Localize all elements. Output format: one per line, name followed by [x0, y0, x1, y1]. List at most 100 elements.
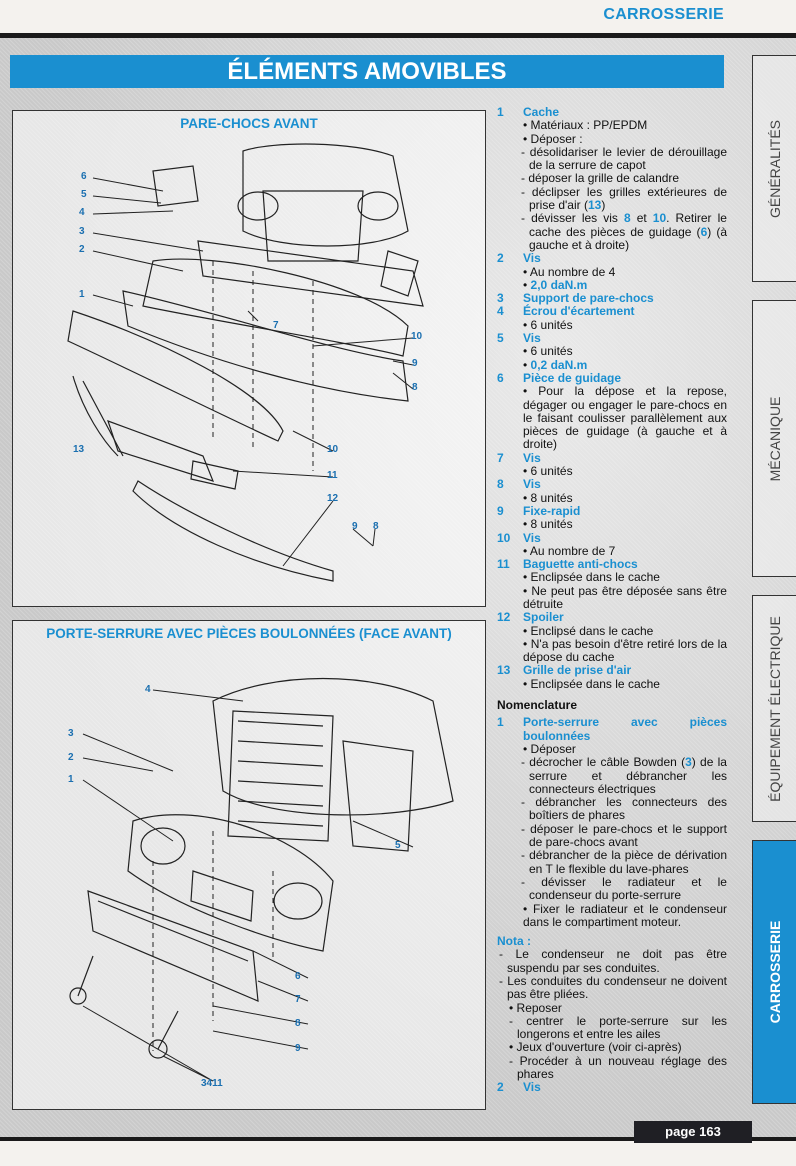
text-segment: Ne peut pas être déposée sans être détru… [523, 583, 727, 611]
item-number: 10 [497, 530, 511, 545]
item-number: 6 [497, 370, 504, 385]
callout-label: 10 [327, 444, 339, 455]
item-number: 1 [497, 105, 504, 119]
text-segment: et [630, 211, 653, 226]
item-title: Vis [523, 477, 541, 492]
page-title: ÉLÉMENTS AMOVIBLES [10, 55, 724, 88]
text-line: dévisser le radiateur et le condenseur d… [497, 875, 727, 903]
header-band [0, 0, 796, 33]
tab-generalites[interactable]: GÉNÉRALITÉS [752, 55, 796, 282]
legend-item: 10 VisAu nombre de 7 [497, 530, 727, 559]
callout-label: 6 [295, 971, 301, 982]
text-column: 1 CacheMatériaux : PP/EPDMDéposer :désoli… [497, 105, 727, 1095]
text-line: Au nombre de 4 [497, 265, 727, 279]
tab-label: GÉNÉRALITÉS [767, 119, 783, 218]
callout-label: 1 [79, 289, 85, 300]
header-rule [0, 33, 796, 38]
text-segment: déposer le pare-chocs et le support de p… [529, 821, 727, 850]
callout-label: 4 [145, 684, 151, 695]
tab-label: CARROSSERIE [767, 920, 783, 1024]
callout-label: 7 [295, 994, 301, 1005]
text-segment: Procéder à un nouveau réglage des phares [517, 1053, 727, 1082]
text-segment: débrancher de la pièce de dérivation en … [529, 848, 727, 876]
footer-band [0, 1141, 796, 1166]
text-segment: 6 unités [530, 344, 573, 359]
text-segment: Les conduites du condenseur ne doivent p… [507, 974, 727, 1002]
text-line: déclipser les grilles extérieures de pri… [497, 185, 727, 213]
text-segment: Le condenseur ne doit pas être suspendu … [507, 947, 727, 975]
tab-mecanique[interactable]: MÉCANIQUE [752, 300, 796, 577]
callout-label: 1 [68, 774, 74, 785]
item-number: 3 [497, 291, 504, 306]
text-line: Enclipsée dans le cache [497, 571, 727, 584]
text-line: Au nombre de 7 [497, 543, 727, 558]
item-title: Porte-serrure avec pièces boulonnées [523, 715, 727, 743]
page-number: page 163 [634, 1121, 752, 1143]
text-line: Déposer : [497, 132, 727, 146]
highlight-ref: 10 [652, 211, 667, 226]
footer-rule [0, 1137, 796, 1141]
item-number: 2 [497, 1080, 504, 1095]
item-title: Vis [523, 331, 541, 346]
text-segment: Fixer le radiateur et le condenseur dans… [523, 901, 727, 929]
item-title: Baguette anti-chocs [523, 557, 638, 572]
item-title: Vis [523, 530, 541, 545]
callout-label: 8 [295, 1018, 301, 1029]
figure-lock-carrier: PORTE-SERRURE AVEC PIÈCES BOULONNÉES (FA… [12, 620, 486, 1110]
callout-label: 3 [68, 728, 74, 739]
section-title: CARROSSERIE [603, 6, 724, 23]
item-title: Support de pare-chocs [523, 291, 654, 306]
text-segment: décrocher le câble Bowden ( [529, 755, 686, 770]
figure-title: PORTE-SERRURE AVEC PIÈCES BOULONNÉES (FA… [46, 626, 452, 641]
text-line: 2,0 daN.m [497, 278, 727, 292]
text-line: Ne peut pas être déposée sans être détru… [497, 583, 727, 612]
highlight-ref: 13 [587, 198, 602, 213]
callout-label: 8 [373, 521, 379, 532]
text-segment: dévisser les vis [531, 211, 624, 226]
highlight-ref: 6 [700, 224, 708, 239]
text-segment: déposer la grille de calandre [528, 171, 680, 186]
text-segment: Enclipsée dans le cache [530, 570, 660, 585]
item-title: Vis [523, 251, 541, 266]
text-segment: N'a pas besoin d'être retiré lors de la … [523, 636, 727, 665]
text-line: Matériaux : PP/EPDM [497, 119, 727, 132]
text-line: Déposer [497, 741, 727, 756]
tab-carrosserie[interactable]: CARROSSERIE [752, 840, 796, 1104]
text-line: déposer le pare-chocs et le support de p… [497, 821, 727, 850]
text-line: déposer la grille de calandre [497, 172, 727, 185]
text-segment: Au nombre de 7 [529, 543, 616, 558]
text-segment: Déposer [530, 741, 576, 756]
item-number: 7 [497, 450, 504, 465]
item-title: Grille de prise d'air [523, 663, 632, 678]
callout-label: 5 [81, 189, 87, 200]
callout-label: 2 [68, 752, 74, 763]
callout-label: 9 [295, 1043, 301, 1054]
tab-equipement-electrique[interactable]: ÉQUIPEMENT ÉLECTRIQUE [752, 595, 796, 822]
callout-label: 13 [73, 444, 85, 455]
text-line: 0,2 daN.m [497, 358, 727, 372]
text-segment: centrer le porte-serrure sur les longero… [517, 1013, 727, 1042]
item-title: Vis [523, 450, 541, 465]
text-segment: ) [601, 198, 606, 213]
text-segment: 6 unités [530, 464, 573, 479]
item-number: 8 [497, 477, 504, 492]
callout-label: 6 [81, 171, 87, 182]
item-title: Cache [523, 105, 560, 119]
item-number: 9 [497, 503, 504, 518]
item-number: 4 [497, 304, 504, 319]
text-segment: désolidariser le levier de dérouillage d… [529, 144, 727, 173]
legend-item: 1 Porte-serrure avec pièces boulonnéesDép… [497, 716, 727, 929]
callout-label: 9 [412, 358, 418, 369]
bumper-exploded-drawing [67, 143, 424, 582]
nomenclature-heading: Nomenclature [497, 698, 578, 713]
item-number: 1 [497, 715, 504, 730]
text-line: Jeux d'ouverture (voir ci-après) [497, 1041, 727, 1054]
callout-label: 5 [395, 840, 401, 851]
text-line: débrancher de la pièce de dérivation en … [497, 849, 727, 876]
